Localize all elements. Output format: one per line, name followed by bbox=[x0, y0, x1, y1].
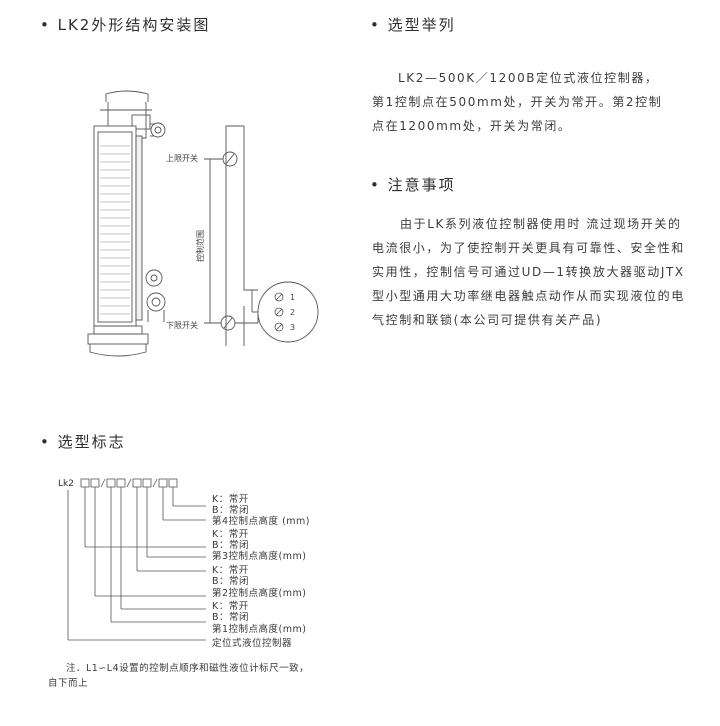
notice-text: 由于LK系列液位控制器使用时 流过现场开关的电流很小，为了使控制开关更具有可靠性… bbox=[372, 217, 685, 327]
terminal-screws bbox=[274, 292, 284, 332]
terminal-label-2: 2 bbox=[290, 308, 295, 317]
legend-point-3-height: 第3控制点高度(mm) bbox=[212, 551, 307, 562]
installation-diagram: 上限开关 下限开关 控制范围 1 2 3 bbox=[87, 90, 319, 357]
legend-k-4: K：常开 bbox=[212, 494, 249, 505]
legend-point-2-height: 第2控制点高度(mm) bbox=[212, 588, 307, 599]
legend-controller-type: 定位式液位控制器 bbox=[212, 638, 293, 649]
code-leader-lines bbox=[67, 487, 206, 641]
legend-k-3: K：常开 bbox=[212, 529, 249, 540]
example-heading: • 选型举列 bbox=[370, 16, 456, 34]
legend-b-4: B：常闭 bbox=[212, 505, 250, 516]
legend-point-4-height: 第4控制点高度 (mm) bbox=[212, 516, 310, 527]
legend-b-3: B：常闭 bbox=[212, 540, 250, 551]
legend-k-2: K：常开 bbox=[212, 565, 249, 576]
lower-switch-label: 下限开关 bbox=[166, 320, 198, 330]
example-text: LK2—500K／1200B定位式液位控制器，第1控制点在500mm处，开关为常… bbox=[372, 71, 663, 133]
notice-heading: • 注意事项 bbox=[370, 176, 456, 194]
note-line-2: 自下而上 bbox=[48, 678, 89, 689]
legend-b-1: B：常闭 bbox=[212, 612, 250, 623]
legend-b-2: B：常闭 bbox=[212, 576, 250, 587]
model-code-diagram: Lk2 bbox=[58, 478, 206, 641]
install-heading: • LK2外形结构安装图 bbox=[40, 16, 211, 34]
control-range-label: 控制范围 bbox=[195, 230, 205, 262]
level-gauge-drawing bbox=[87, 90, 166, 357]
switch-schematic bbox=[204, 125, 319, 346]
upper-switch-label: 上限开关 bbox=[166, 153, 198, 163]
code-boxes bbox=[80, 478, 178, 488]
legend-k-1: K：常开 bbox=[212, 601, 249, 612]
terminal-label-3: 3 bbox=[290, 323, 295, 332]
legend-point-1-height: 第1控制点高度(mm) bbox=[212, 624, 307, 635]
terminal-label-1: 1 bbox=[290, 293, 295, 302]
scale-ticks bbox=[100, 145, 130, 315]
note-line-1: 注．L1∽L4设置的控制点顺序和磁性液位计标尺一致， bbox=[66, 663, 310, 674]
model-prefix: Lk2 bbox=[58, 479, 74, 489]
code-heading: • 选型标志 bbox=[40, 433, 126, 451]
